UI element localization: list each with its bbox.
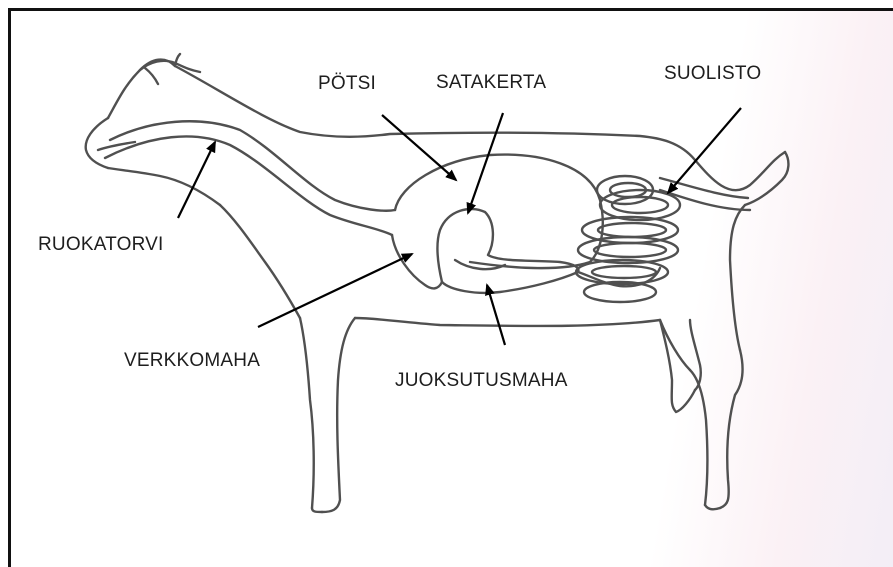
arrow-juoksutusmaha bbox=[487, 285, 505, 345]
label-ruokatorvi: RUOKATORVI bbox=[38, 234, 164, 256]
intestine-coils bbox=[576, 176, 750, 302]
label-verkkomaha: VERKKOMAHA bbox=[124, 350, 260, 372]
arrow-suolisto bbox=[668, 108, 741, 193]
label-juoksutusmaha: JUOKSUTUSMAHA bbox=[395, 370, 568, 392]
arrow-satakerta bbox=[468, 113, 503, 213]
arrow-verkkomaha bbox=[258, 254, 412, 327]
reticulum-abomasum bbox=[437, 209, 578, 293]
label-suolisto: SUOLISTO bbox=[664, 63, 761, 85]
arrows bbox=[178, 108, 741, 345]
arrow-potsi bbox=[382, 115, 456, 180]
label-potsi: PÖTSI bbox=[318, 73, 376, 95]
esophagus bbox=[105, 121, 395, 235]
label-satakerta: SATAKERTA bbox=[436, 72, 546, 94]
goat-outline bbox=[86, 54, 789, 512]
arrow-ruokatorvi bbox=[178, 142, 215, 218]
